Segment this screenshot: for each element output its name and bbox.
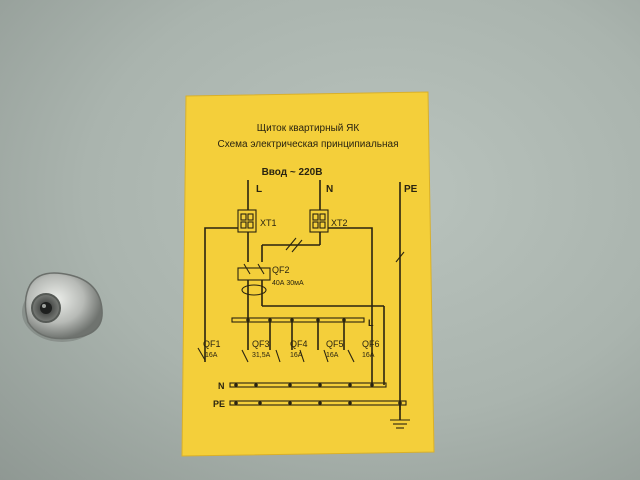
line-n-label: N	[326, 184, 333, 195]
breaker-drops	[197, 322, 355, 363]
ground-icon	[390, 405, 410, 429]
terminal-xt2	[309, 209, 329, 233]
breaker-qf5-label: QF5	[326, 339, 344, 349]
bus-pe	[229, 400, 407, 406]
line-l-label: L	[256, 184, 262, 195]
sticker-paper	[182, 92, 434, 456]
qf2-rating: 40А 30мА	[272, 280, 304, 287]
line-pe-label: PE	[404, 184, 418, 195]
sticker-title: Щиток квартирный ЯК	[257, 123, 360, 134]
input-voltage-label: Ввод ~ 220В	[262, 167, 323, 178]
bus-l	[231, 317, 365, 323]
breaker-qf4-rating: 16А	[290, 352, 303, 359]
breaker-qf3-label: QF3	[252, 339, 270, 349]
bus-pe-label: PE	[213, 399, 225, 409]
breaker-qf3-rating: 31,5А	[252, 352, 271, 359]
xt1-label: XT1	[260, 218, 277, 228]
bus-l-label: L	[368, 318, 374, 328]
rcd-qf2	[237, 263, 385, 385]
bus-n	[229, 382, 387, 388]
wiring-diagram: XT1 XT2	[197, 180, 410, 429]
terminal-xt1	[237, 209, 257, 233]
schematic-sticker: Щиток квартирный ЯК Схема электрическая …	[181, 91, 435, 457]
breaker-qf4-label: QF4	[290, 339, 308, 349]
door-lock-icon	[22, 272, 103, 342]
qf2-label: QF2	[272, 265, 290, 275]
bus-n-label: N	[218, 381, 225, 391]
breaker-qf6-label: QF6	[362, 339, 380, 349]
sticker-subtitle: Схема электрическая принципиальная	[217, 139, 398, 150]
breaker-qf6-rating: 16А	[362, 352, 375, 359]
xt2-label: XT2	[331, 218, 348, 228]
breaker-qf1-rating: 16А	[205, 352, 218, 359]
breaker-qf5-rating: 16А	[326, 352, 339, 359]
breaker-qf1-label: QF1	[203, 339, 221, 349]
